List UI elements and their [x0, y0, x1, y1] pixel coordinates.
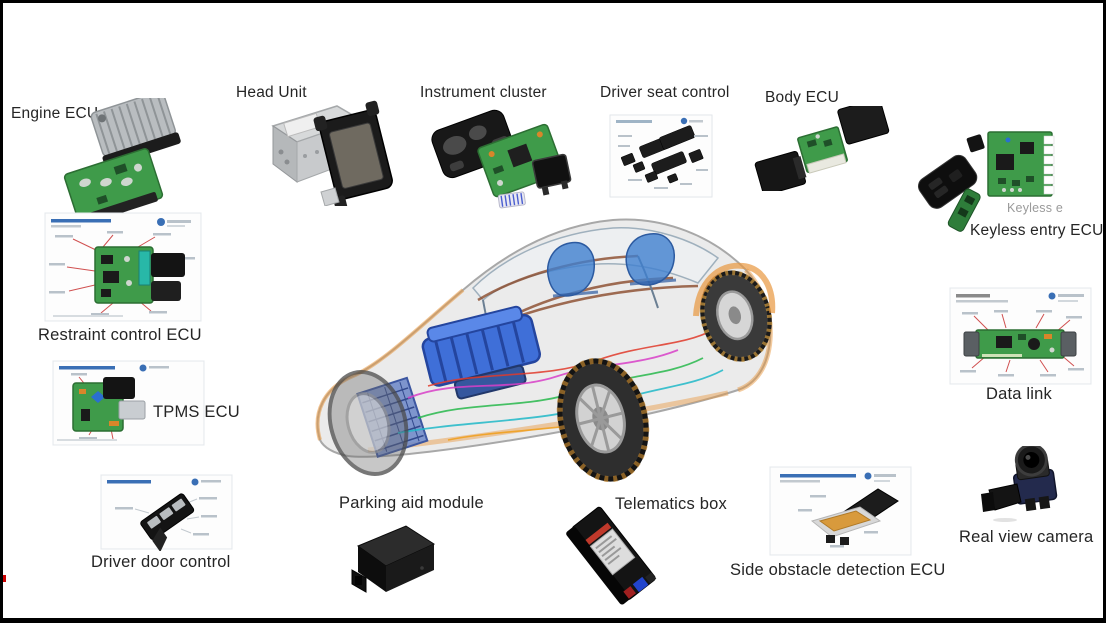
- head-unit-label: Head Unit: [236, 84, 307, 101]
- side-obstacle-detection-photo: [768, 465, 913, 557]
- driver-seat-control-photo: [606, 111, 716, 201]
- real-view-camera-photo: [975, 446, 1090, 528]
- driver-door-control-photo: [99, 473, 234, 551]
- body-ecu-photo: [751, 106, 891, 191]
- driver-door-control-label: Driver door control: [91, 553, 231, 571]
- left-edge-red-artifact: [3, 575, 6, 582]
- data-link-photo: [948, 286, 1093, 386]
- tpms-ecu-label: TPMS ECU: [153, 403, 240, 421]
- car-xray-image: [315, 218, 776, 483]
- data-link-label: Data link: [986, 385, 1052, 403]
- restraint-control-ecu-photo: [43, 211, 203, 323]
- instrument-cluster-photo: [431, 101, 576, 211]
- parking-aid-module-photo: [346, 516, 441, 604]
- side-obstacle-detection-ecu-label: Side obstacle detection ECU: [730, 561, 946, 579]
- telematics-box-label: Telematics box: [615, 495, 727, 513]
- engine-ecu-label: Engine ECU: [11, 105, 99, 122]
- cutaway-car-illustration: [298, 188, 778, 498]
- keyless-watermark-text: Keyless e: [1007, 201, 1063, 215]
- restraint-control-ecu-label: Restraint control ECU: [38, 326, 202, 344]
- head-unit-photo: [265, 96, 400, 206]
- keyless-entry-photo: [908, 128, 1063, 238]
- keyless-entry-ecu-label: Keyless entry ECU: [970, 222, 1104, 239]
- telematics-box-photo: [563, 501, 668, 609]
- instrument-cluster-label: Instrument cluster: [420, 84, 547, 101]
- parking-aid-module-label: Parking aid module: [339, 494, 484, 512]
- driver-seat-control-label: Driver seat control: [600, 84, 730, 101]
- tpms-ecu-photo: [51, 359, 206, 447]
- body-ecu-label: Body ECU: [765, 89, 839, 106]
- real-view-camera-label: Real view camera: [959, 528, 1094, 546]
